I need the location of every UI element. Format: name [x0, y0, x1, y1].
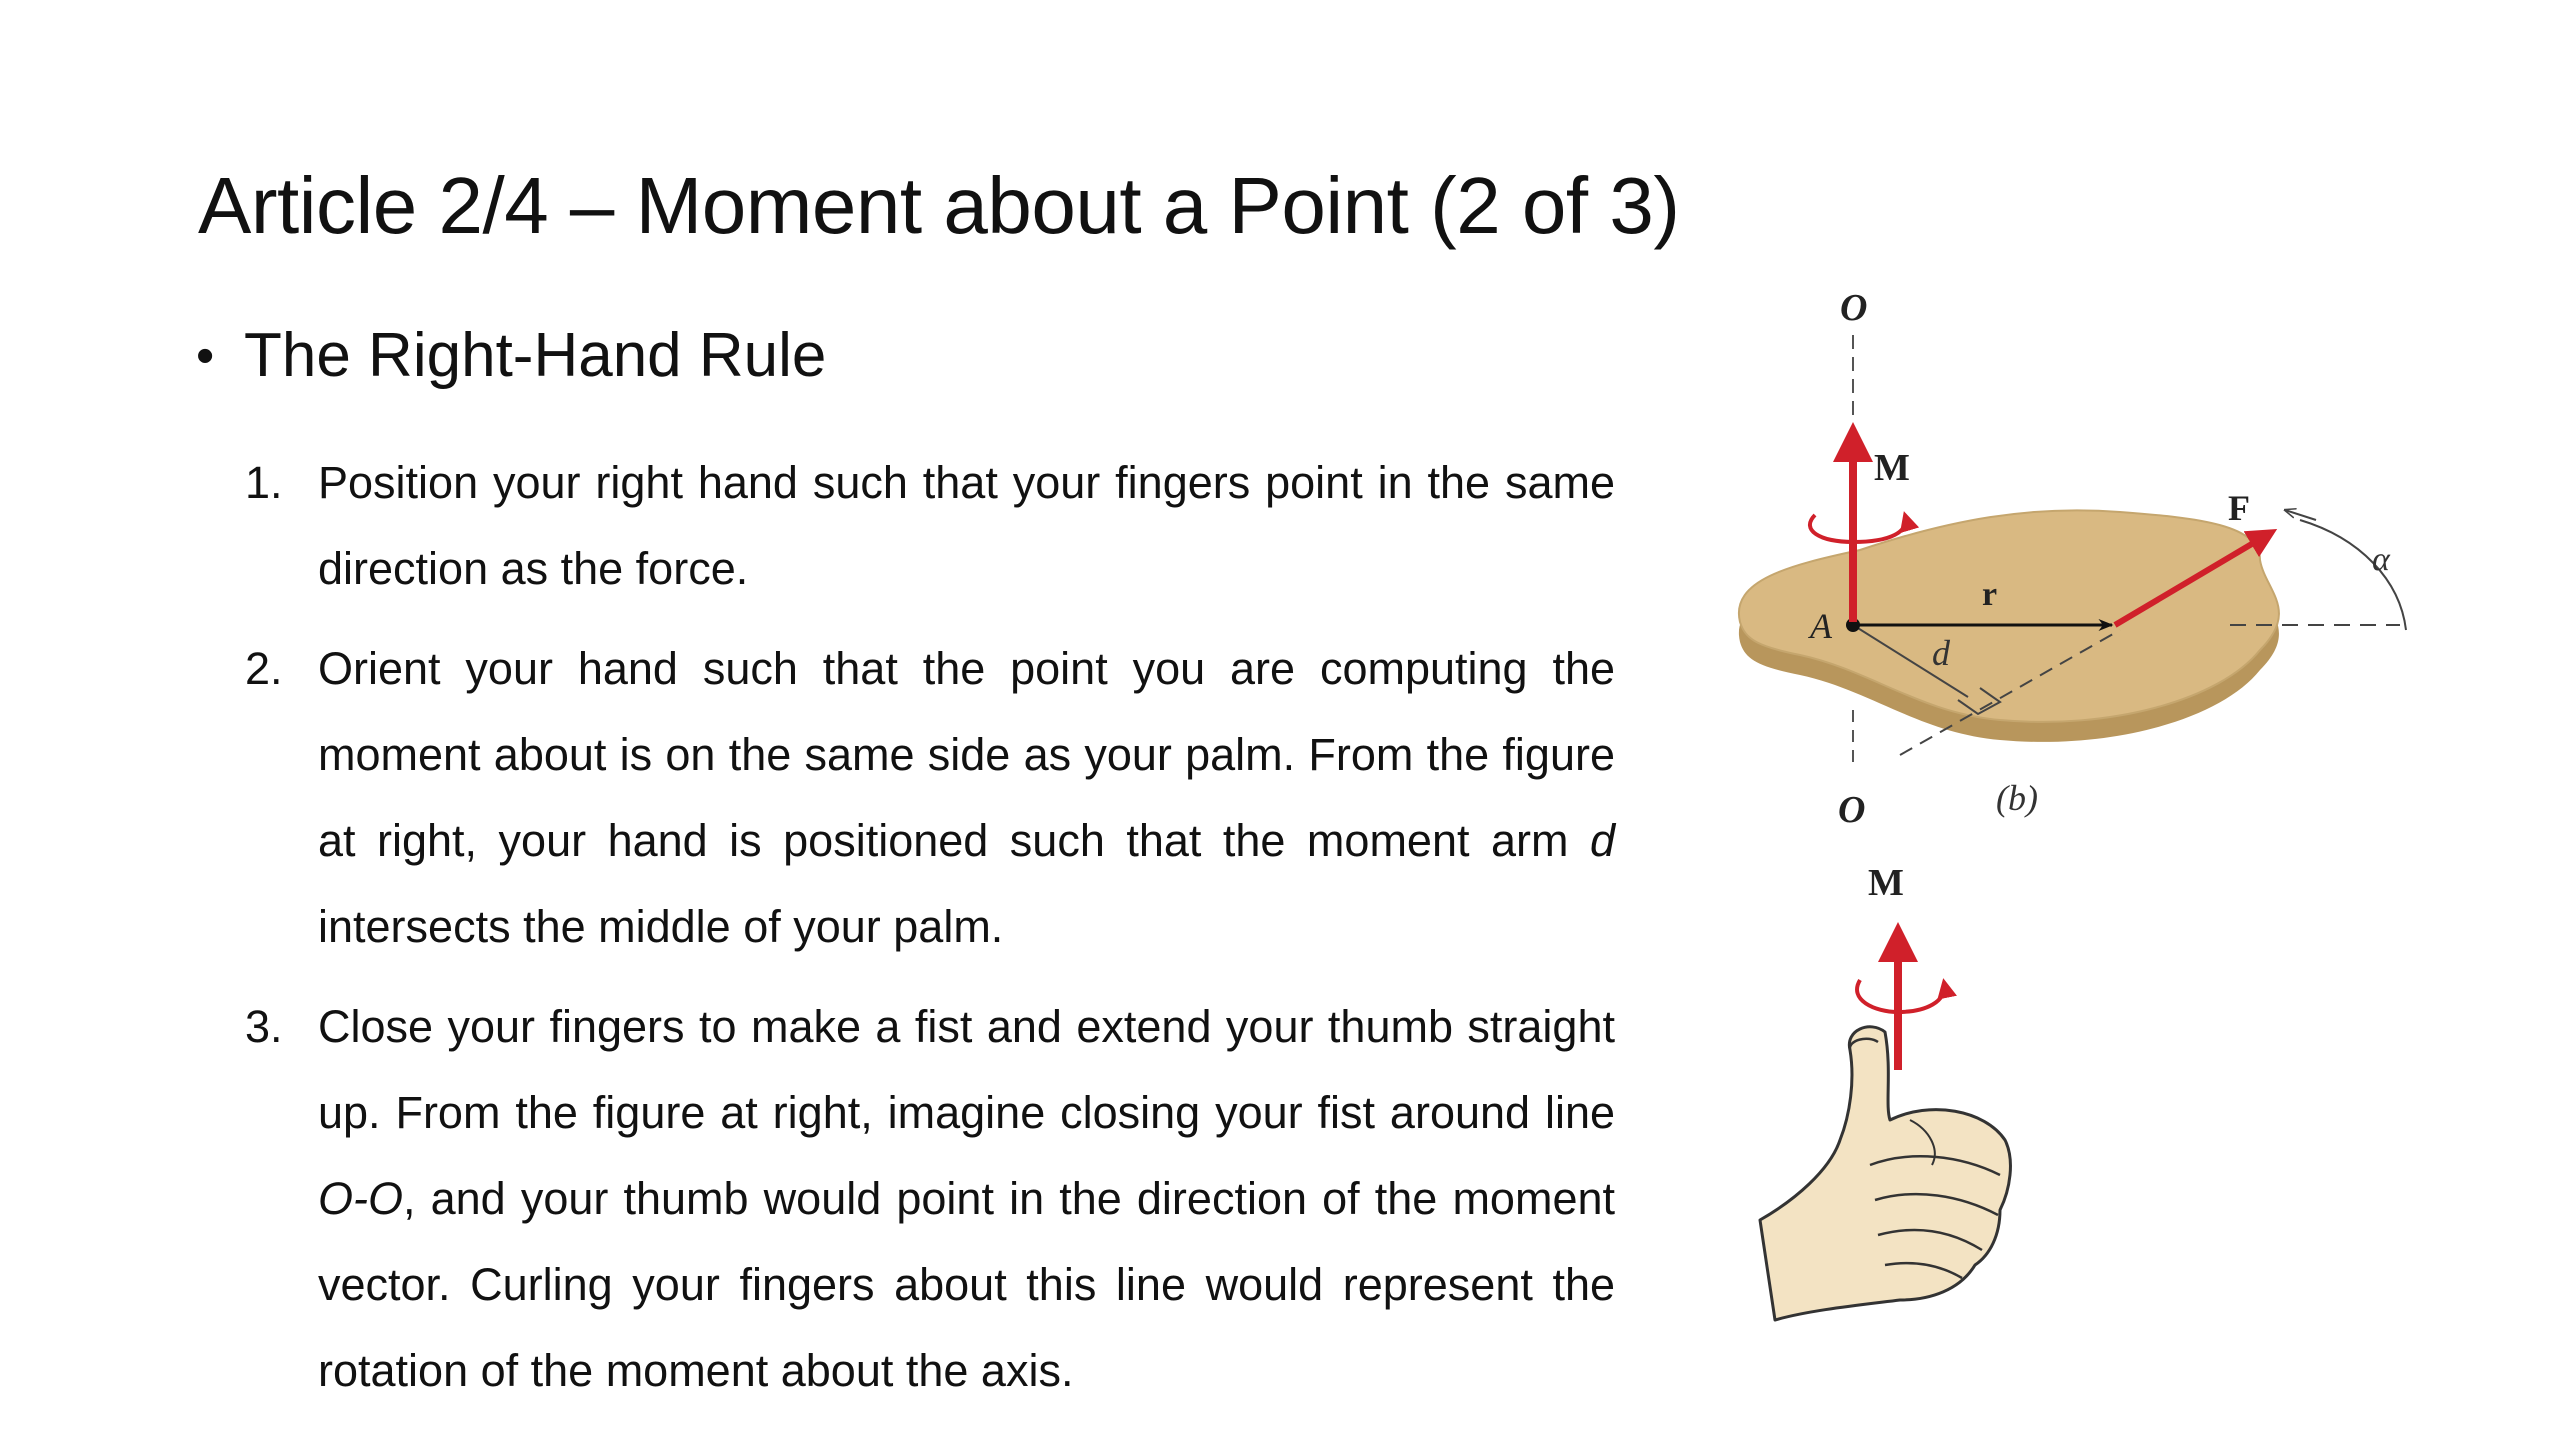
angle-arrow	[2285, 510, 2317, 521]
axis-label-bottom: O	[1838, 789, 1865, 831]
step-number: 2.	[245, 643, 283, 694]
bullet-heading: • The Right-Hand Rule	[196, 320, 826, 391]
right-hand-rule-steps: 1. Position your right hand such that yo…	[245, 440, 1615, 1428]
step-text: , and your thumb would point in the dire…	[318, 1173, 1615, 1396]
hand-rotation-arrow	[1855, 978, 1957, 1015]
angle-label: α	[2372, 541, 2391, 578]
step-number: 1.	[245, 457, 283, 508]
step-text: intersects the middle of your palm.	[318, 901, 1004, 952]
point-label: A	[1808, 606, 1833, 646]
step-text: Position your right hand such that your …	[318, 457, 1615, 594]
hand-moment-label: M	[1868, 862, 1904, 904]
axis-label-top: O	[1840, 287, 1867, 329]
moment-rotation-arrow	[1807, 511, 1920, 545]
plate	[1737, 509, 2280, 742]
figure-caption: (b)	[1996, 778, 2038, 818]
arm-label: d	[1932, 633, 1951, 673]
step-text: Orient your hand such that the point you…	[318, 643, 1615, 866]
step-number: 3.	[245, 1001, 283, 1052]
step-text-italic: d	[1589, 815, 1615, 866]
position-label: r	[1982, 576, 1997, 613]
slide-title: Article 2/4 – Moment about a Point (2 of…	[198, 161, 1680, 250]
right-hand-rule-figure: O O d r A F α M (b) M	[1737, 287, 2407, 1322]
step-3: 3. Close your fingers to make a fist and…	[245, 984, 1615, 1414]
moment-label: M	[1874, 447, 1910, 489]
bullet-marker: •	[196, 326, 215, 385]
force-label: F	[2228, 488, 2250, 528]
step-2: 2. Orient your hand such that the point …	[245, 626, 1615, 970]
force-vector-f	[2113, 528, 2278, 628]
line-of-action	[1899, 629, 2121, 756]
step-text: Close your fingers to make a fist and ex…	[318, 1001, 1615, 1138]
step-text-italic: O-O	[318, 1173, 403, 1224]
moment-arm-line	[1852, 624, 1969, 698]
step-1: 1. Position your right hand such that yo…	[245, 440, 1615, 612]
right-hand-icon	[1758, 1025, 2012, 1322]
angle-arc	[2299, 519, 2407, 631]
right-angle-marker	[1957, 687, 2002, 716]
bullet-heading-text: The Right-Hand Rule	[244, 321, 827, 390]
